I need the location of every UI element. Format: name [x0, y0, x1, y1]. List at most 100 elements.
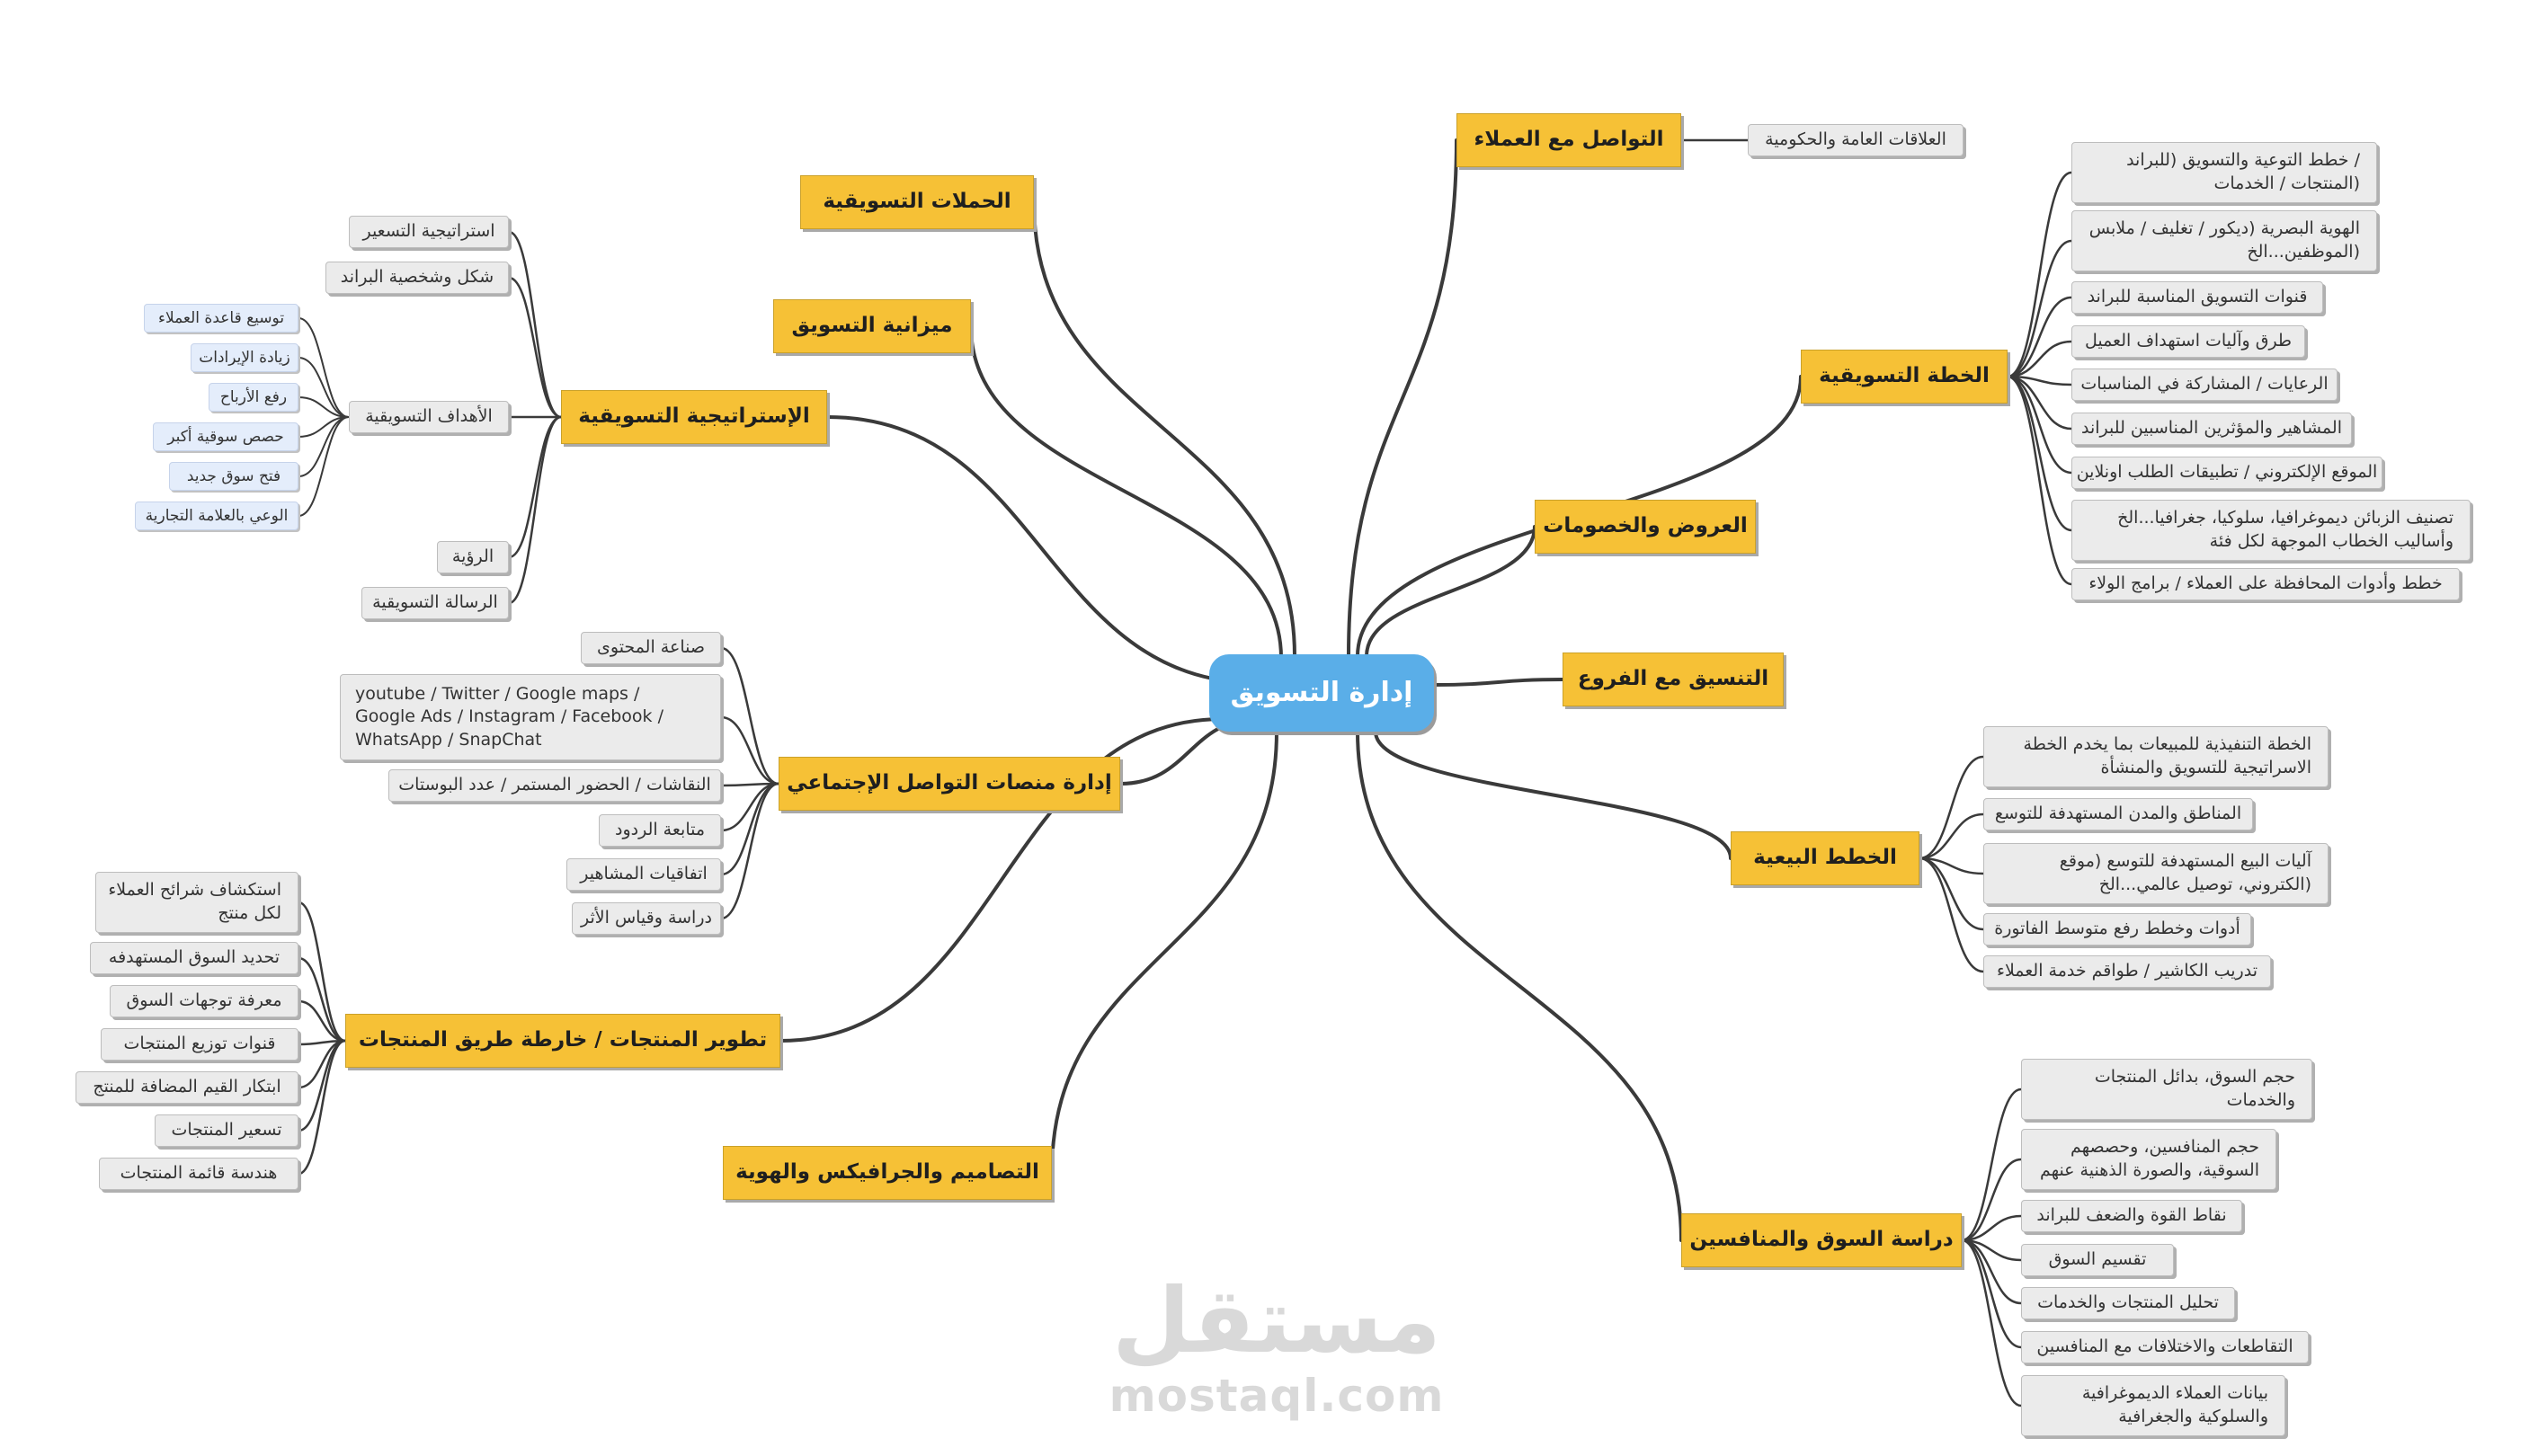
- connector-sub: [2006, 340, 2073, 378]
- subtopic[interactable]: هندسة قائمة المنتجات: [99, 1158, 298, 1190]
- branch-social-media-management[interactable]: إدارة منصات التواصل الإجتماعي: [779, 757, 1120, 811]
- subtopic[interactable]: متابعة الردود: [599, 814, 721, 847]
- subtopic-label: الأهداف التسويقية: [365, 406, 493, 427]
- subtopic-label: متابعة الردود: [614, 820, 706, 840]
- connector-sub: [1960, 1238, 2023, 1349]
- branch-marketing-plan[interactable]: الخطة التسويقية: [1801, 350, 2008, 404]
- subtopic[interactable]: تقسيم السوق: [2021, 1244, 2174, 1276]
- branch-label: الحملات التسويقية: [823, 190, 1011, 214]
- subtopic-label: اتفاقيات المشاهير: [580, 864, 708, 884]
- subtopic[interactable]: تحديد السوق المستهدفه: [90, 942, 298, 974]
- branch-market-competitor-study[interactable]: دراسة السوق والمنافسين: [1681, 1213, 1962, 1267]
- leaf-label: فتح سوق جديد: [186, 466, 281, 485]
- subtopic[interactable]: قنوات التسويق المناسبة للبراند: [2071, 281, 2323, 314]
- connector-main: [1365, 525, 1536, 658]
- subtopic-label: تسعير المنتجات: [171, 1120, 282, 1141]
- subtopic[interactable]: الرعايات / المشاركة في المناسبات: [2071, 368, 2338, 401]
- subtopic[interactable]: youtube / Twitter / Google maps /Google …: [340, 674, 721, 760]
- subtopic[interactable]: خطط وأدوات المحافظة على العملاء / برامج …: [2071, 568, 2460, 600]
- connector-main: [825, 415, 1260, 685]
- subtopic[interactable]: آليات البيع المستهدفة للتوسع (موقع(الكتر…: [1983, 843, 2329, 904]
- subtopic[interactable]: أدوات وخطط رفع متوسط الفاتورة: [1983, 913, 2251, 946]
- subtopic[interactable]: الخطة التنفيذية للمبيعات بما يخدم الخطة ا…: [1983, 726, 2329, 787]
- subtopic[interactable]: معرفة توجهات السوق: [110, 985, 298, 1017]
- branch-branch-coordination[interactable]: التنسيق مع الفروع: [1563, 653, 1784, 706]
- subtopic[interactable]: تدريب الكاشير / طواقم خدمة العملاء: [1983, 955, 2271, 988]
- subtopic-label: والخدمات: [2226, 1090, 2295, 1110]
- subtopic[interactable]: شكل وشخصية البراند: [325, 262, 509, 294]
- subtopic[interactable]: ابتكار القيم المضافة للمنتج: [76, 1071, 298, 1104]
- leaf-topic[interactable]: رفع الأرباح: [209, 383, 298, 412]
- connector-sub: [719, 646, 780, 786]
- subtopic[interactable]: اتفاقيات المشاهير: [566, 858, 721, 891]
- connector-sub: [719, 715, 780, 786]
- subtopic[interactable]: دراسة وقياس الأثر: [572, 902, 721, 935]
- subtopic[interactable]: طرق وآليات استهداف العميل: [2071, 325, 2305, 358]
- connector-leaf: [298, 357, 350, 418]
- branch-marketing-campaigns[interactable]: الحملات التسويقية: [800, 175, 1034, 229]
- connector-sub: [297, 999, 347, 1043]
- connector-sub: [507, 230, 563, 419]
- connector-sub: [507, 276, 563, 419]
- branch-label: التصاميم والجرافيكس والهوية: [735, 1160, 1039, 1185]
- subtopic-label: لكل منتج: [218, 903, 281, 923]
- subtopic-label: الاسراتيجية للتسويق والمنشأة: [2100, 758, 2311, 777]
- connector-sub: [2006, 239, 2073, 378]
- subtopic-label: السوقية، والصورة الذهنية عنهم: [2040, 1160, 2259, 1180]
- subtopic-label: تقسيم السوق: [2048, 1249, 2147, 1270]
- subtopic-label: (الموظفين...الخ: [2247, 242, 2360, 262]
- subtopic-label: حجم المنافسين، وحصصهم: [2070, 1137, 2259, 1158]
- connector-leaf: [298, 317, 350, 418]
- branch-design-graphics-identity[interactable]: التصاميم والجرافيكس والهوية: [723, 1146, 1052, 1200]
- subtopic[interactable]: صناعة المحتوى: [581, 632, 721, 664]
- subtopic[interactable]: العلاقات العامة والحكومية: [1748, 124, 1964, 156]
- connector-main: [1374, 730, 1732, 860]
- subtopic[interactable]: الهوية البصرية (ديكور / تغليف / ملابس (ال…: [2071, 210, 2377, 271]
- branch-customer-communication[interactable]: التواصل مع العملاء: [1456, 113, 1681, 167]
- subtopic[interactable]: المناطق والمدن المستهدفة للتوسع: [1983, 798, 2253, 830]
- connector-sub: [2006, 171, 2073, 378]
- subtopic[interactable]: التقاطعات والاختلافات مع المنافسين: [2021, 1331, 2309, 1363]
- subtopic[interactable]: الرؤية: [437, 541, 509, 573]
- subtopic[interactable]: تصنيف الزبائن ديموغرافيا، سلوكيا، جغرافي…: [2071, 500, 2471, 561]
- leaf-label: حصص سوقية أكبر: [167, 427, 284, 446]
- connector-main: [1356, 730, 1683, 1242]
- leaf-topic[interactable]: زيادة الإيرادات: [191, 343, 298, 372]
- subtopic-label: الهوية البصرية (ديكور / تغليف / ملابس: [2088, 218, 2360, 239]
- subtopic[interactable]: الأهداف التسويقية: [349, 401, 509, 433]
- leaf-label: توسيع قاعدة العملاء: [157, 308, 285, 327]
- subtopic-label: الخطة التنفيذية للمبيعات بما يخدم الخطة: [2023, 734, 2311, 755]
- branch-marketing-budget[interactable]: ميزانية التسويق: [773, 299, 971, 353]
- leaf-topic[interactable]: فتح سوق جديد: [169, 462, 298, 491]
- subtopic[interactable]: نقاط القوة والضعف للبراند: [2021, 1200, 2242, 1232]
- central-topic[interactable]: إدارة التسويق: [1209, 654, 1434, 732]
- subtopic[interactable]: المشاهير والمؤثرين المناسبين للبراند: [2071, 413, 2352, 445]
- branch-product-development[interactable]: تطوير المنتجات / خارطة طريق المنتجات: [345, 1014, 780, 1068]
- subtopic[interactable]: الموقع الإلكتروني / تطبيقات الطلب اونلاي…: [2071, 457, 2382, 489]
- subtopic[interactable]: استراتيجية التسعير: [349, 216, 509, 248]
- branch-offers-discounts[interactable]: العروض والخصومات: [1535, 500, 1756, 554]
- branch-marketing-strategy[interactable]: الإستراتيجية التسويقية: [561, 390, 827, 444]
- subtopic-label: دراسة وقياس الأثر: [581, 908, 712, 928]
- leaf-topic[interactable]: توسيع قاعدة العملاء: [144, 304, 298, 333]
- leaf-topic[interactable]: حصص سوقية أكبر: [153, 422, 298, 451]
- branch-sales-plans[interactable]: الخطط البيعية: [1731, 831, 1919, 885]
- subtopic-label: WhatsApp / SnapChat: [355, 729, 542, 750]
- connector-leaf: [298, 396, 350, 418]
- connector-sub: [297, 1039, 347, 1176]
- connector-sub: [297, 956, 347, 1043]
- subtopic[interactable]: الرسالة التسويقية: [361, 587, 509, 619]
- subtopic[interactable]: قنوات توزيع المنتجات: [101, 1028, 298, 1061]
- subtopic[interactable]: تحليل المنتجات والخدمات: [2021, 1287, 2235, 1319]
- subtopic[interactable]: تسعير المنتجات: [155, 1114, 298, 1147]
- branch-label: الخطط البيعية: [1753, 846, 1897, 870]
- connector-leaf: [298, 416, 350, 517]
- subtopic[interactable]: النقاشات / الحضور المستمر / عدد البوستات: [388, 769, 721, 802]
- leaf-topic[interactable]: الوعي بالعلامة التجارية: [135, 502, 298, 530]
- subtopic[interactable]: / خطط التوعية والتسويق (للبراند(المنتجات…: [2071, 142, 2377, 203]
